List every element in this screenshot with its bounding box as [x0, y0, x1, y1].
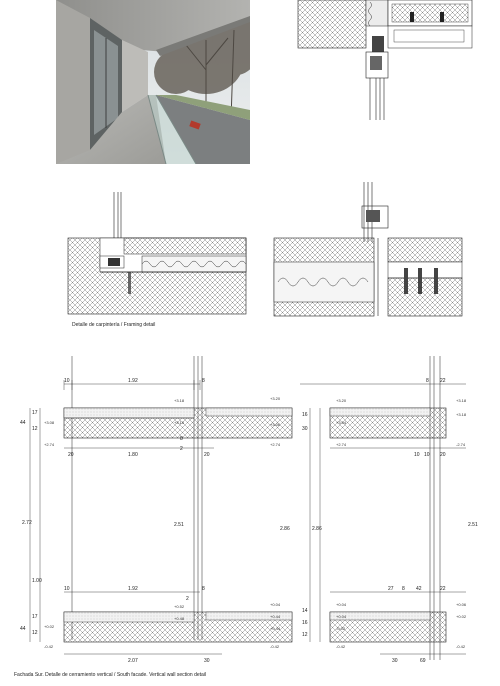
south-facade-caption: Fachada Sur. Detalle de cerramiento vert… — [14, 672, 207, 678]
dim-r-bottom-30: 30 — [392, 658, 398, 664]
lvl-r-low-1: +0.04 — [336, 602, 347, 607]
dim-r-slab-10b: 10 — [424, 452, 430, 458]
dim-left-44a: 44 — [20, 420, 26, 426]
dim-r-left-16b: 16 — [302, 620, 308, 626]
facade-photo — [56, 0, 250, 164]
dim-r-low-22: 22 — [440, 586, 446, 592]
dim-bottom-207: 2.07 — [128, 658, 138, 664]
lvl-r-low-4: -0.42 — [336, 644, 346, 649]
lvl-low-3: +0.02 — [44, 624, 55, 629]
dim-left-17b: 17 — [32, 614, 38, 620]
dim-top-8: 8 — [202, 378, 205, 384]
dim-low-192: 1.92 — [128, 586, 138, 592]
lvl-r-low-2: +0.04 — [336, 614, 347, 619]
lvl-r-low-7: -0.42 — [456, 644, 466, 649]
dim-left-17a: 17 — [32, 410, 38, 416]
dim-r-slab-20: 20 — [440, 452, 446, 458]
lvl-up-1: +3.18 — [174, 398, 185, 403]
dim-left-272: 2.72 — [22, 520, 32, 526]
wall-section-right: 8 22 10 10 20 27 8 42 22 30 69 16 30 2.8… — [300, 356, 478, 664]
wall-section-left: 10 1.92 8 20 1.80 20 10 1.92 2 8 2.07 30 — [20, 356, 293, 664]
dim-low-10: 10 — [64, 586, 70, 592]
dim-left-100: 1.00 — [32, 578, 42, 584]
lvl-r-up-4: +3.18 — [456, 398, 467, 403]
lvl-low-2: +0.48 — [174, 616, 185, 621]
framing-caption: Detalle de carpintería / Framing detail — [72, 322, 156, 328]
dim-r-left-12: 12 — [302, 632, 308, 638]
lvl-r-low-5: +0.06 — [456, 602, 467, 607]
lvl-up-3: +2.74 — [44, 442, 55, 447]
dim-r-left-30: 30 — [302, 426, 308, 432]
dim-r-low-8: 8 — [402, 586, 405, 592]
dim-low-2: 2 — [186, 596, 189, 602]
dim-mid-8: 8 — [180, 436, 183, 442]
lvl-low-1: +0.52 — [174, 604, 185, 609]
lvl-low-8: -0.42 — [270, 644, 280, 649]
head-detail — [297, 0, 473, 120]
dim-r-top-8: 8 — [426, 378, 429, 384]
lvl-up-2: +3.08 — [44, 420, 55, 425]
dim-r-left-16: 16 — [302, 412, 308, 418]
lvl-r-up-5: +3.18 — [456, 412, 467, 417]
dim-left-44b: 44 — [20, 626, 26, 632]
dim-r-low-42: 42 — [416, 586, 422, 592]
lvl-low-5: +0.04 — [270, 602, 281, 607]
dim-mid-251: 2.51 — [174, 522, 184, 528]
lvl-r-low-3: -0.02 — [336, 626, 346, 631]
lvl-low-4: -0.42 — [44, 644, 54, 649]
lvl-low-6: +0.44 — [270, 614, 281, 619]
dim-r-right-251: 2.51 — [468, 522, 478, 528]
dim-r-low-27: 27 — [388, 586, 394, 592]
dim-mid-2: 2 — [180, 446, 183, 452]
framing-detail-right — [273, 182, 463, 317]
dim-r-bottom-69: 69 — [420, 658, 426, 664]
lvl-r-low-6: +0.02 — [456, 614, 467, 619]
lvl-r-up-2: +3.04 — [336, 420, 347, 425]
lvl-r-up-6: -2.74 — [456, 442, 466, 447]
framing-detail-left — [67, 192, 247, 315]
lvl-up-6: +3.06 — [270, 422, 281, 427]
lvl-r-up-3: +2.74 — [336, 442, 347, 447]
lvl-up-4: +3.10 — [174, 420, 185, 425]
dim-slab-20a: 20 — [68, 452, 74, 458]
dim-r-top-22: 22 — [440, 378, 446, 384]
dim-top-192: 1.92 — [128, 378, 138, 384]
lvl-up-7: +2.74 — [270, 442, 281, 447]
dim-slab-180: 1.80 — [128, 452, 138, 458]
photo-illustration — [56, 0, 250, 164]
lvl-low-7: +0.44 — [270, 626, 281, 631]
dim-low-8: 8 — [202, 586, 205, 592]
dim-bottom-30: 30 — [204, 658, 210, 664]
dim-mid-286: 2.86 — [280, 526, 290, 532]
lvl-r-up-1: +3.20 — [336, 398, 347, 403]
dim-r-left-14: 14 — [302, 608, 308, 614]
dim-top-10: 10 — [64, 378, 70, 384]
dim-r-left-286: 2.86 — [312, 526, 322, 532]
dim-left-12a: 12 — [32, 426, 38, 432]
dim-left-12b: 12 — [32, 630, 38, 636]
dim-r-slab-10a: 10 — [414, 452, 420, 458]
dim-slab-20b: 20 — [204, 452, 210, 458]
lvl-up-5: +3.20 — [270, 396, 281, 401]
